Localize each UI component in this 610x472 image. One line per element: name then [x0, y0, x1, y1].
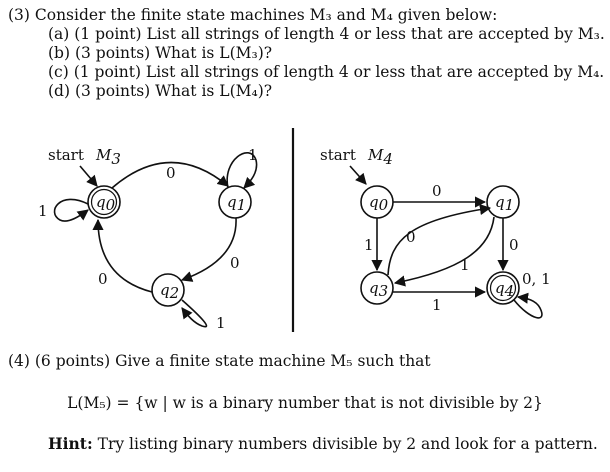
m4-label-q3-q1: 0 [406, 228, 416, 246]
m4-label-q4-loop: 0, 1 [522, 270, 551, 288]
m3-edge-q0-q1 [111, 161, 229, 189]
state-machine-diagrams: start M3 q0 q1 q2 1 0 1 0 1 0 [38, 128, 551, 332]
m3-machine-name: M3 [95, 146, 121, 168]
m4-edge-q4-loop [513, 292, 543, 319]
m4-machine-name: M4 [367, 146, 393, 168]
m4-state-q1: q1 [486, 185, 520, 219]
q3-part-d: (d) (3 points) What is L(M₄)? [48, 82, 273, 100]
m4-state-q3: q3 [360, 271, 394, 305]
m4-edge-q1-q3 [393, 216, 495, 287]
m3-edge-q0-loop [53, 198, 89, 222]
svg-text:q2: q2 [160, 281, 179, 302]
m4-start-arrow [349, 165, 367, 185]
m3-state-q1: q1 [218, 185, 252, 219]
m3-label-q2-q0: 0 [98, 270, 108, 288]
m3-state-q0: q0 [87, 185, 121, 219]
m3-edge-q1-loop [226, 152, 258, 189]
svg-text:q1: q1 [495, 193, 514, 214]
m4-label-q1-q4: 0 [509, 236, 519, 254]
m3-edge-q1-q2 [180, 217, 237, 282]
m3-diagram: start M3 q0 q1 q2 1 0 1 0 1 0 [38, 146, 258, 332]
m3-start-label: start [48, 146, 84, 164]
m3-label-q1-loop: 1 [248, 146, 258, 164]
q4-hint: Hint: Try listing binary numbers divisib… [48, 434, 598, 454]
m3-label-q0-q1: 0 [166, 164, 176, 182]
m4-state-q0: q0 [360, 185, 394, 219]
svg-text:q4: q4 [495, 279, 514, 300]
m4-edge-q3-q1 [387, 203, 492, 276]
m4-label-q0-q1: 0 [432, 182, 442, 200]
svg-text:q0: q0 [369, 193, 389, 214]
m3-edge-q2-loop [181, 299, 208, 328]
svg-text:q0: q0 [96, 193, 116, 214]
m4-label-q0-q3: 1 [364, 236, 374, 254]
q3-part-a: (a) (1 point) List all strings of length… [48, 25, 605, 43]
m4-label-q3-q4: 1 [432, 296, 442, 314]
m4-diagram: start M4 q0 q1 q3 q4 0 1 0 1 0 [320, 146, 551, 319]
q4-header: (4) (6 points) Give a finite state machi… [8, 352, 431, 370]
q3-header: (3) Consider the finite state machines M… [8, 6, 498, 24]
q3-part-b: (b) (3 points) What is L(M₃)? [48, 44, 273, 62]
m3-state-q2: q2 [151, 273, 185, 307]
hint-label: Hint: [48, 434, 93, 453]
q4-formula: L(M₅) = {w | w is a binary number that i… [67, 394, 543, 412]
m3-label-q1-q2: 0 [230, 254, 240, 272]
svg-text:q1: q1 [227, 193, 246, 214]
svg-text:q3: q3 [369, 279, 388, 300]
m3-label-q2-loop: 1 [216, 314, 226, 332]
m4-start-label: start [320, 146, 356, 164]
m3-edge-q2-q0 [92, 218, 153, 293]
m3-label-q0-loop: 1 [38, 202, 48, 220]
m4-label-q1-q3: 1 [460, 256, 470, 274]
q3-part-c: (c) (1 point) List all strings of length… [48, 63, 605, 81]
hint-text: Try listing binary numbers divisible by … [92, 435, 598, 453]
m4-state-q4: q4 [486, 271, 520, 305]
m3-start-arrow [79, 165, 98, 187]
